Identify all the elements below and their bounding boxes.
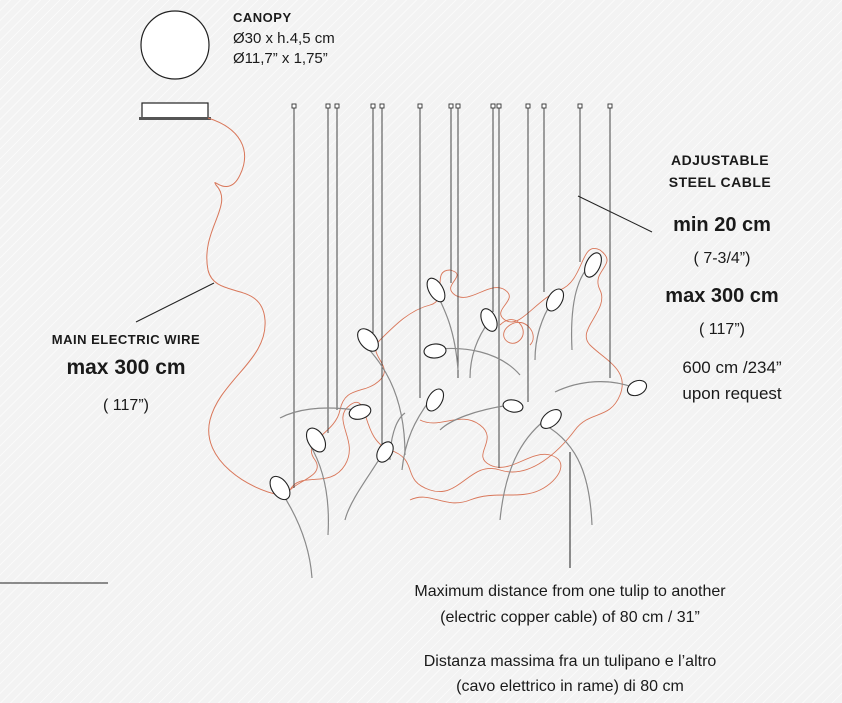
cable-anchor — [417, 103, 423, 109]
cable-anchor — [577, 103, 583, 109]
tulip-head — [626, 379, 648, 397]
tulip-stems — [279, 264, 636, 579]
copper-cable-tangle — [289, 247, 623, 493]
cable-anchor — [490, 103, 496, 109]
tulip-head — [426, 277, 446, 303]
cable-request-line1: 600 cm /234” — [682, 358, 782, 377]
cable-anchor — [334, 103, 340, 109]
cable-max-in: ( 117”) — [699, 321, 745, 338]
leader-cable — [577, 195, 653, 233]
tulip-head — [269, 475, 291, 501]
distance-en-line1: Maximum distance from one tulip to anoth… — [414, 583, 726, 600]
distance-it-line1: Distanza massima fra un tulipano e l’alt… — [423, 653, 717, 670]
cable-anchor — [379, 103, 385, 109]
steel-cables — [291, 103, 613, 488]
cable-anchor — [291, 103, 297, 109]
canopy-size-in: Ø11,7” x 1,75” — [233, 50, 328, 67]
cable-min: min 20 cm — [673, 214, 771, 236]
canopy-top-view — [140, 10, 210, 80]
cable-anchor — [525, 103, 531, 109]
copper-cable-loop-2 — [499, 319, 534, 346]
tulip-head — [376, 441, 394, 463]
cable-anchor — [541, 103, 547, 109]
tulip-head — [348, 404, 372, 420]
tulip-head — [305, 427, 327, 453]
tulip-head — [357, 328, 379, 352]
wire-max-in: ( 117”) — [103, 397, 149, 414]
tulip-head — [423, 343, 447, 359]
canopy-side-view — [139, 102, 211, 120]
cable-anchor — [370, 103, 376, 109]
tulip-head — [502, 399, 524, 413]
cable-anchor — [496, 103, 502, 109]
wire-title: MAIN ELECTRIC WIRE — [51, 332, 201, 347]
tulip-head — [480, 308, 498, 332]
tulip-head — [540, 409, 562, 429]
copper-cable-loop — [409, 418, 562, 504]
cable-anchor — [448, 103, 454, 109]
canopy-title: CANOPY — [233, 10, 292, 25]
distance-it-line2: (cavo elettrico in rame) di 80 cm — [456, 678, 684, 695]
main-electric-wire — [206, 117, 281, 496]
cable-anchor — [455, 103, 461, 109]
cable-title-line1: ADJUSTABLE — [670, 152, 770, 168]
cable-anchor — [325, 103, 331, 109]
cable-min-in: ( 7-3/4”) — [693, 250, 751, 267]
cable-max: max 300 cm — [665, 285, 779, 307]
distance-en-line2: (electric copper cable) of 80 cm / 31” — [440, 609, 700, 626]
canopy-size-cm: Ø30 x h.4,5 cm — [233, 30, 335, 47]
tulip-head — [584, 252, 602, 278]
tulip-head — [545, 288, 565, 312]
wire-max: max 300 cm — [66, 356, 186, 379]
cable-anchor — [607, 103, 613, 109]
leader-wire — [135, 282, 215, 323]
tulip-head — [425, 388, 445, 412]
tulip-heads — [269, 252, 648, 501]
cable-request-line2: upon request — [682, 384, 782, 403]
cable-title-line2: STEEL CABLE — [668, 174, 772, 190]
